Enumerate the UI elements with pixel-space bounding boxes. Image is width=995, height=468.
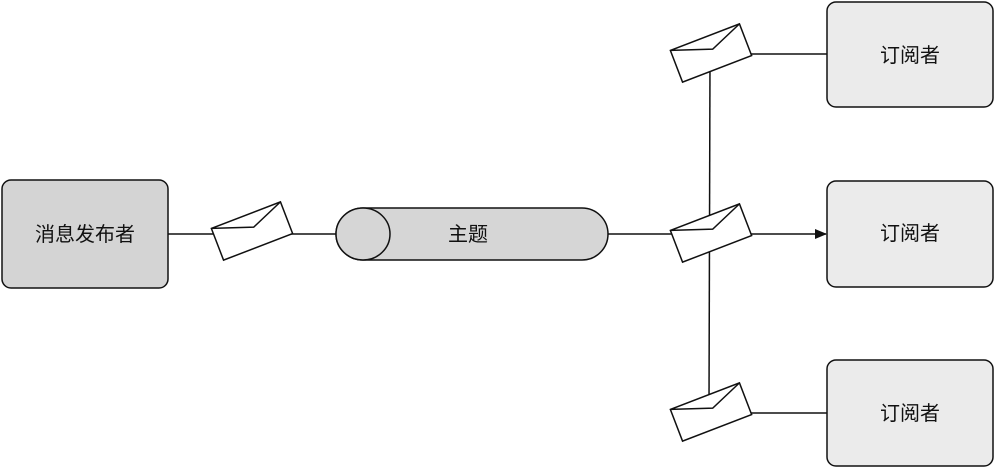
subscriber-node: 订阅者 — [826, 180, 994, 288]
subscriber-label: 订阅者 — [880, 43, 940, 67]
subscriber-label: 订阅者 — [880, 401, 940, 425]
publisher-label: 消息发布者 — [35, 222, 135, 246]
publisher-node: 消息发布者 — [1, 179, 169, 289]
topic-label: 主题 — [448, 222, 488, 246]
envelope-icon — [669, 23, 753, 83]
envelope-icon — [210, 201, 294, 261]
envelope-icon — [669, 203, 753, 263]
subscriber-node: 订阅者 — [826, 359, 994, 467]
subscriber-label: 订阅者 — [880, 221, 940, 245]
topic-node: 主题 — [335, 207, 609, 261]
subscriber-node: 订阅者 — [826, 1, 994, 108]
envelope-icon — [669, 382, 753, 442]
